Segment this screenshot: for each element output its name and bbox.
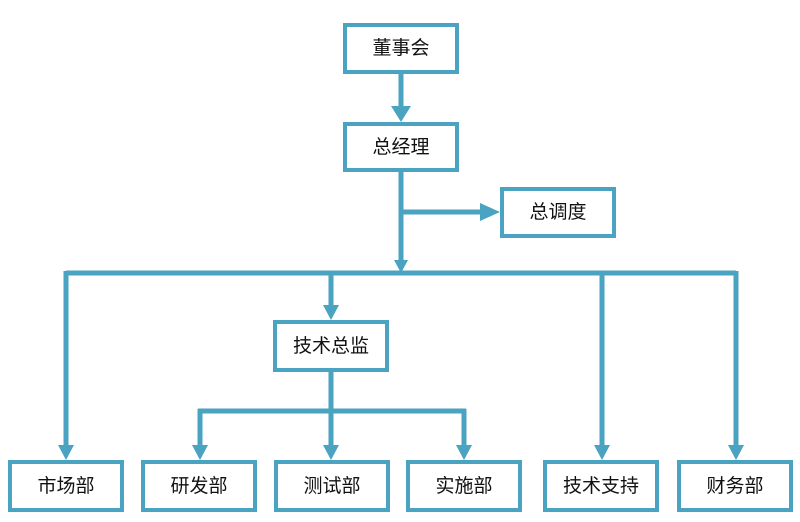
- node-general-manager: 总经理: [343, 122, 459, 172]
- node-finance: 财务部: [677, 460, 793, 512]
- node-tech-support-label: 技术支持: [563, 475, 639, 497]
- node-marketing-label: 市场部: [37, 475, 94, 497]
- node-marketing-box: [8, 460, 124, 512]
- node-rnd: 研发部: [141, 460, 257, 512]
- node-testing: 测试部: [274, 460, 390, 512]
- node-board: 董事会: [343, 23, 459, 74]
- arrow-to-tech-support: [594, 445, 610, 460]
- node-marketing: 市场部: [8, 460, 124, 512]
- arrow-to-rnd: [192, 445, 208, 460]
- node-implementation: 实施部: [406, 460, 522, 512]
- node-tech-support-box: [543, 460, 659, 512]
- node-technical-director-label: 技术总监: [293, 335, 369, 357]
- node-board-box: [343, 23, 459, 74]
- node-general-dispatch-label: 总调度: [529, 201, 586, 223]
- arrow-to-gm: [391, 106, 411, 122]
- node-finance-label: 财务部: [706, 475, 763, 497]
- node-implementation-label: 实施部: [435, 475, 492, 497]
- node-testing-label: 测试部: [303, 475, 360, 497]
- node-general-dispatch-box: [500, 187, 616, 238]
- node-rnd-label: 研发部: [170, 475, 227, 497]
- node-implementation-box: [406, 460, 522, 512]
- node-board-label: 董事会: [372, 37, 429, 59]
- arrow-to-tech-director: [323, 305, 339, 320]
- node-finance-box: [677, 460, 793, 512]
- node-general-manager-label: 总经理: [372, 136, 429, 158]
- node-general-dispatch: 总调度: [500, 187, 616, 238]
- node-general-manager-box: [343, 122, 459, 172]
- arrow-to-marketing: [58, 445, 74, 460]
- node-technical-director-box: [273, 320, 389, 372]
- arrow-trunk-down: [394, 260, 408, 273]
- arrow-to-finance: [728, 445, 744, 460]
- node-technical-director: 技术总监: [273, 320, 389, 372]
- arrow-to-dispatch: [480, 203, 500, 221]
- connectors: [58, 73, 744, 460]
- node-rnd-box: [141, 460, 257, 512]
- arrow-to-implementation: [456, 445, 472, 460]
- node-testing-box: [274, 460, 390, 512]
- arrow-to-testing: [323, 445, 339, 460]
- node-tech-support: 技术支持: [543, 460, 659, 512]
